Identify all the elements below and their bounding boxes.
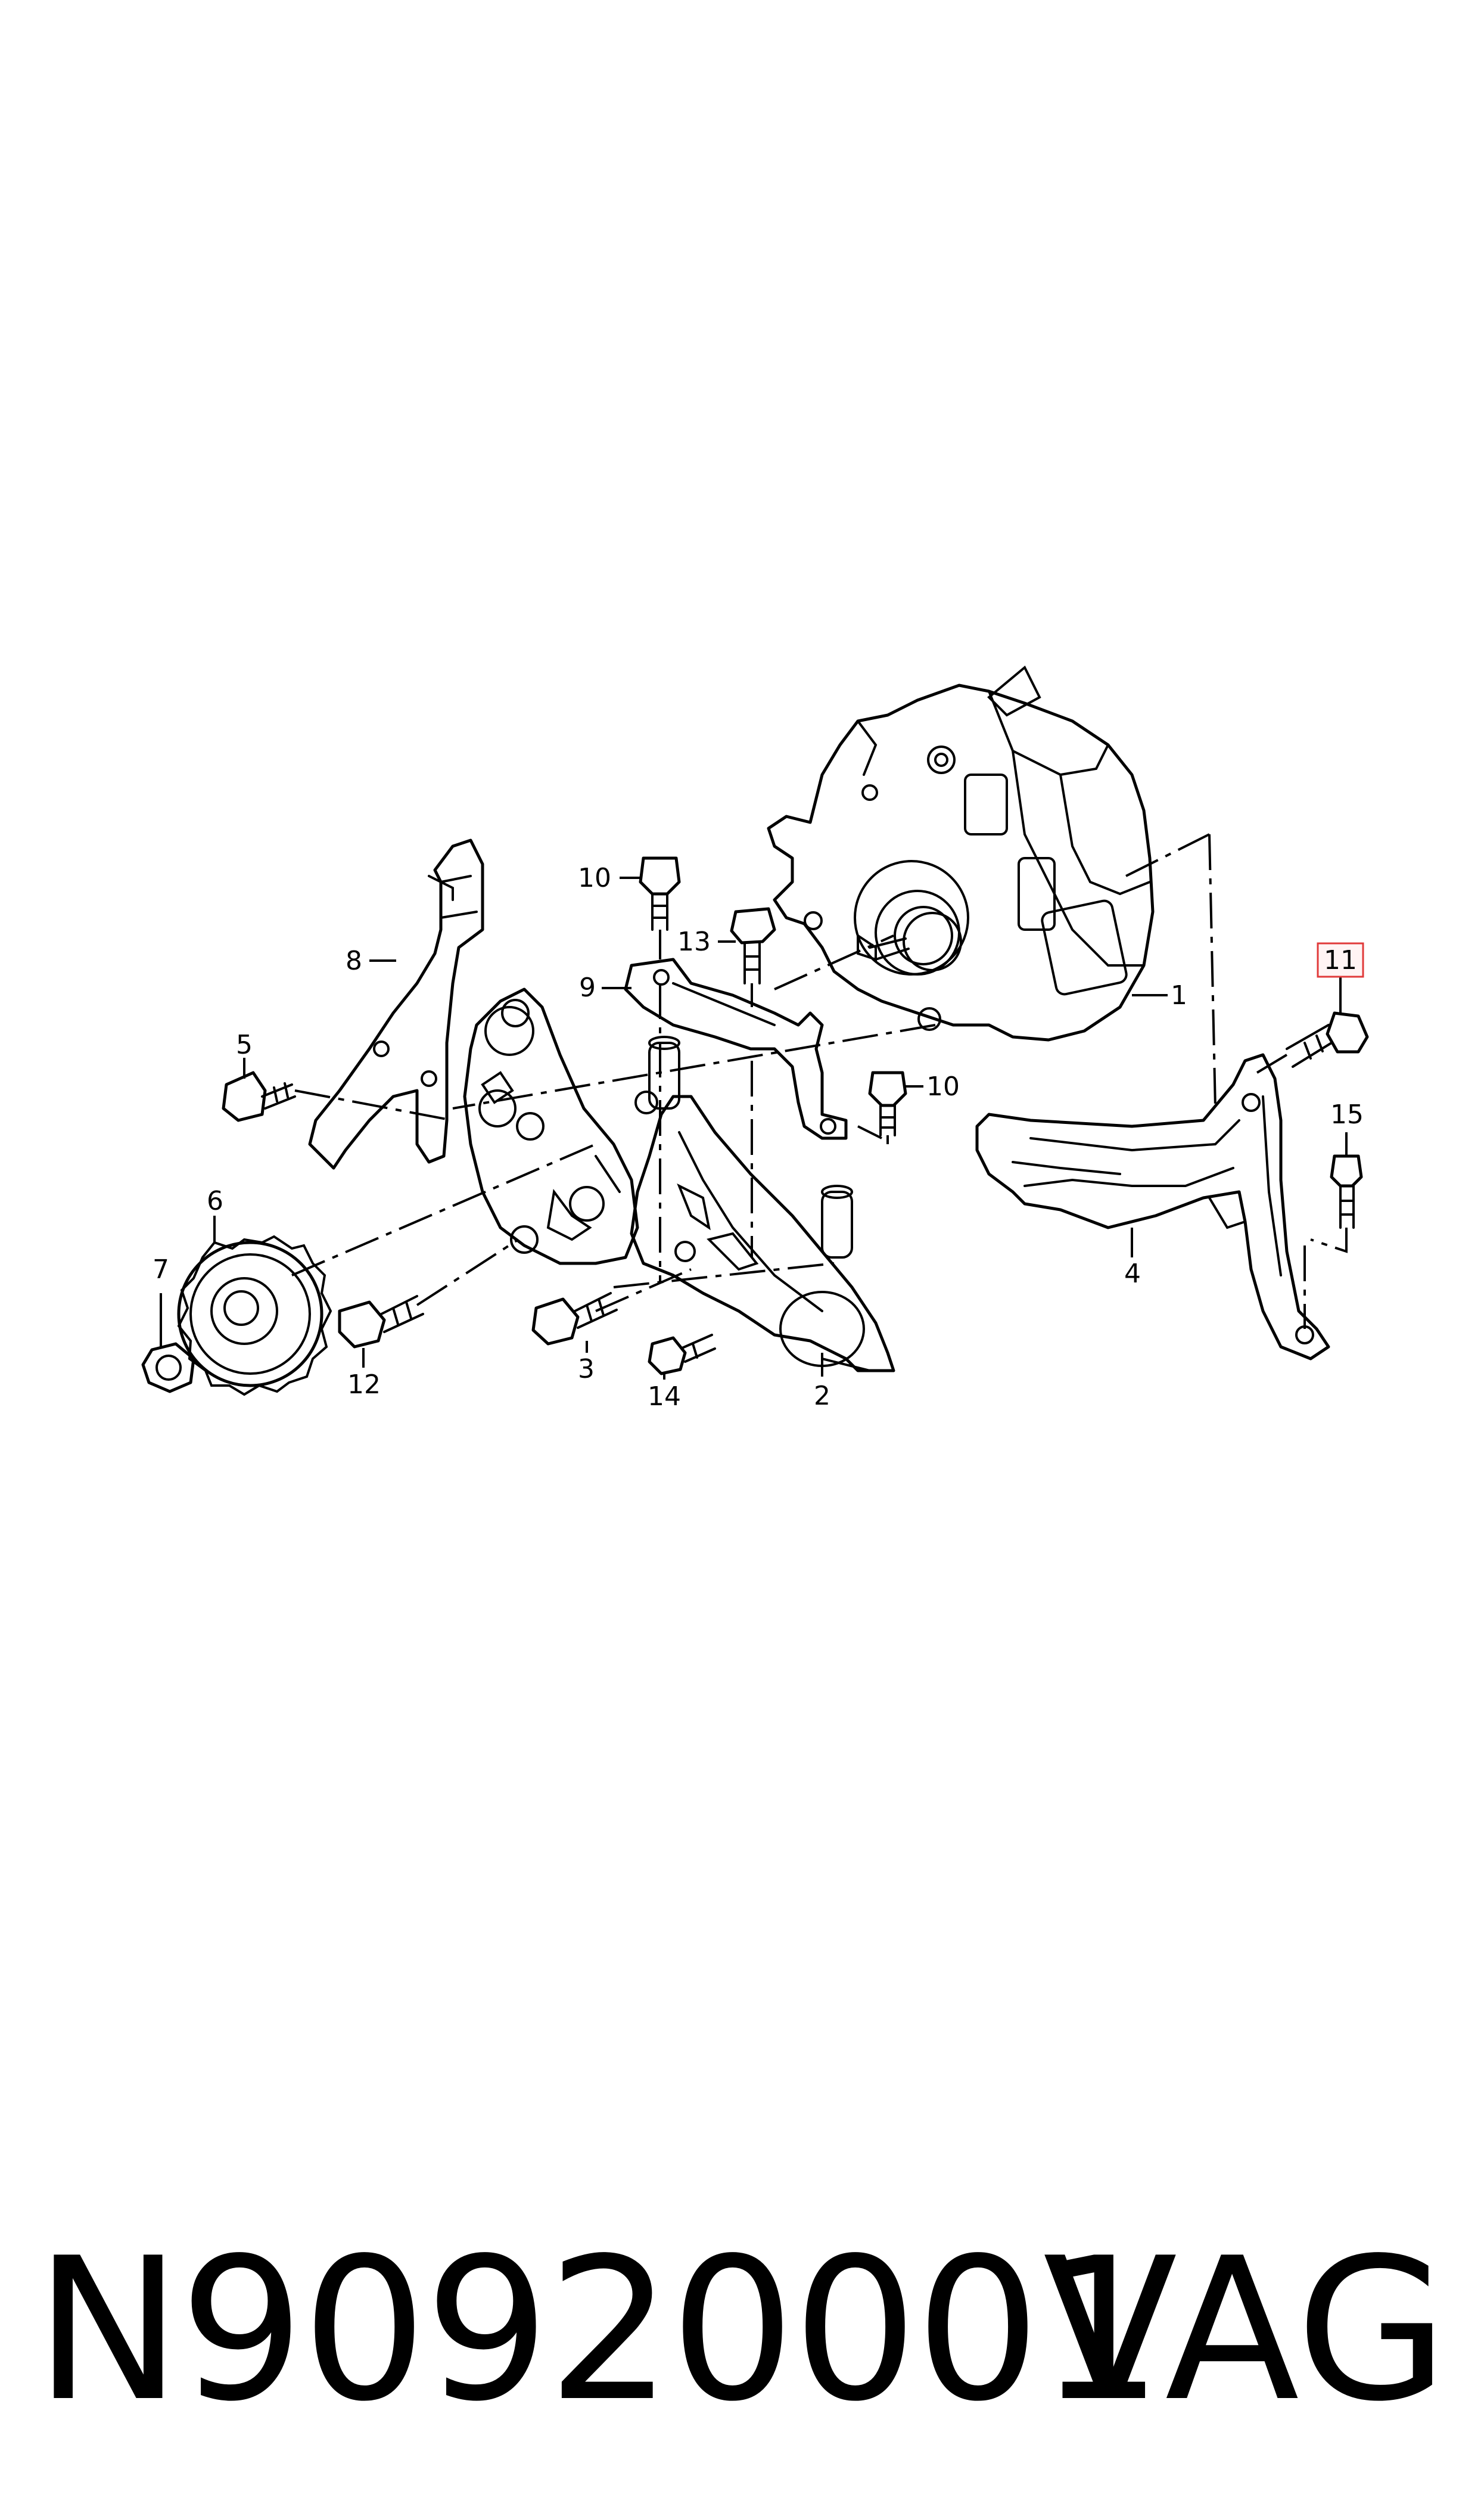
callout-13[interactable]: 13 <box>677 927 711 957</box>
leader-lines <box>160 877 1348 1380</box>
part-7-nut[interactable] <box>141 1342 195 1393</box>
callout-10-right[interactable]: 10 <box>926 1071 960 1102</box>
highlight-box-11 <box>1317 942 1364 978</box>
part-1-pump[interactable] <box>767 665 1155 1042</box>
bolt-10-right[interactable] <box>868 1071 907 1136</box>
callout-8[interactable]: 8 <box>346 946 362 976</box>
callout-10-top[interactable]: 10 <box>578 863 611 893</box>
callout-15[interactable]: 15 <box>1330 1099 1364 1130</box>
callout-6[interactable]: 6 <box>207 1186 223 1216</box>
callout-1[interactable]: 1 <box>1171 980 1187 1011</box>
bolt-13[interactable] <box>730 907 776 984</box>
callout-5[interactable]: 5 <box>236 1030 253 1060</box>
bolt-11[interactable] <box>1286 1011 1369 1068</box>
bolt-14[interactable] <box>648 1334 716 1375</box>
part-6-sprocket[interactable] <box>177 1235 332 1396</box>
brand-name: VAG <box>1043 2216 1448 2445</box>
part-8-bracket[interactable] <box>308 838 484 1170</box>
callout-labels: 1 2 3 4 5 6 7 8 9 10 10 11 12 13 14 15 <box>153 863 1364 1412</box>
main-cast-bracket[interactable] <box>463 987 658 1265</box>
callout-9[interactable]: 9 <box>579 973 596 1003</box>
callout-4[interactable]: 4 <box>1124 1259 1141 1289</box>
assembly-lines <box>291 833 1348 1329</box>
part-4-support-bracket[interactable] <box>975 1053 1330 1361</box>
bolt-15[interactable] <box>1330 1154 1363 1229</box>
callout-2[interactable]: 2 <box>814 1381 830 1411</box>
bolt-3[interactable] <box>531 1292 618 1346</box>
bolt-12[interactable] <box>338 1295 424 1349</box>
callout-3[interactable]: 3 <box>578 1354 595 1384</box>
bolt-5[interactable] <box>222 1071 296 1122</box>
bolt-10-top[interactable] <box>639 856 681 931</box>
part-2-bracket[interactable] <box>630 1036 895 1372</box>
part-number: N90920001 <box>35 2216 1163 2445</box>
callout-11[interactable]: 11 <box>1324 945 1357 976</box>
callout-14[interactable]: 14 <box>648 1381 681 1412</box>
footer: N90920001 VAG <box>0 2217 1484 2443</box>
callout-7[interactable]: 7 <box>153 1254 169 1285</box>
callout-12[interactable]: 12 <box>347 1369 381 1400</box>
